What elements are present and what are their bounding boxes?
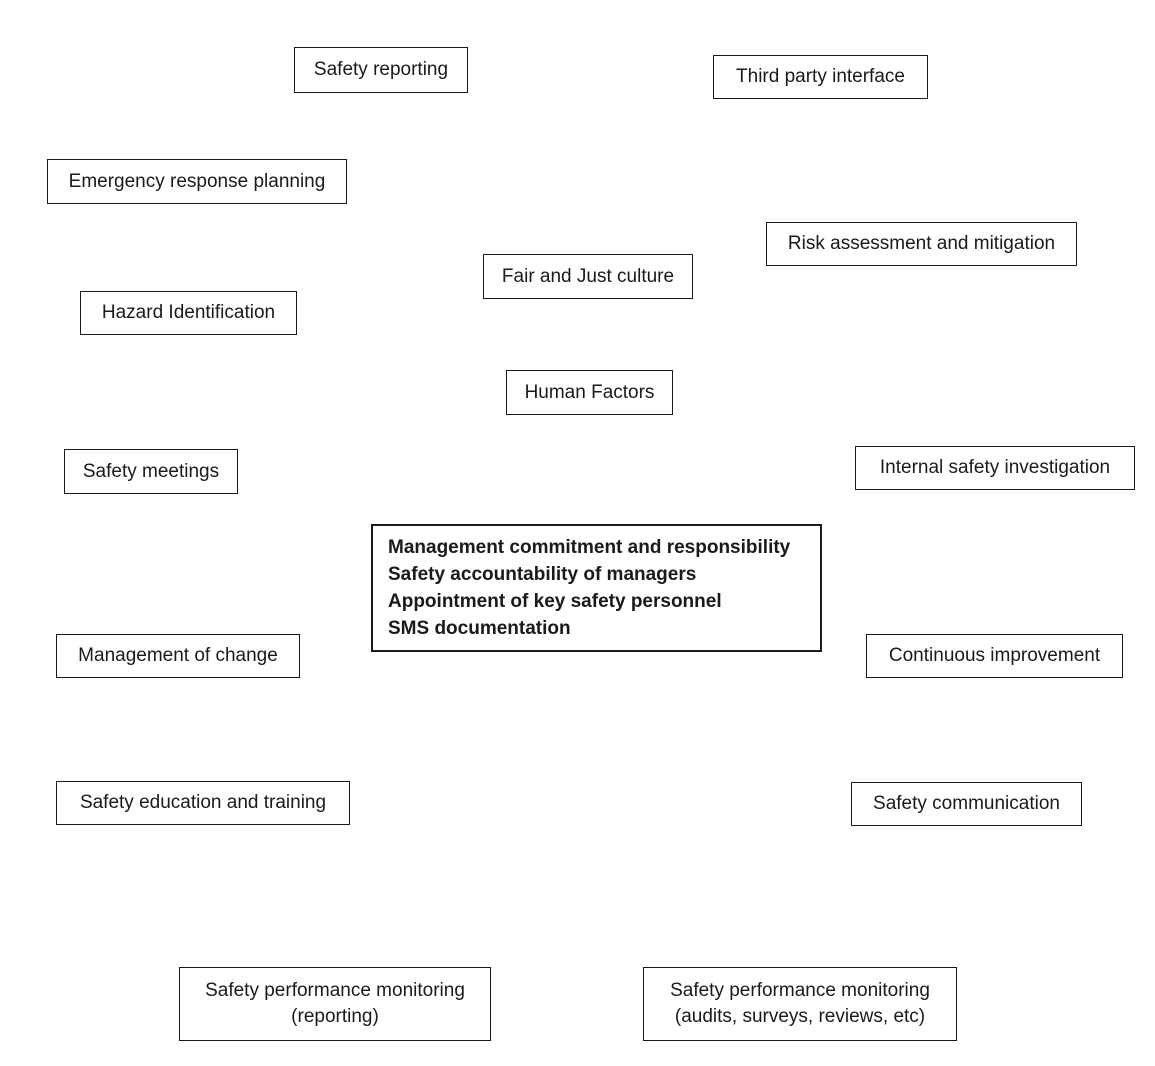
diagram-node-human-factors: Human Factors: [506, 370, 673, 415]
diagram-node-safety-communication: Safety communication: [851, 782, 1082, 826]
bottom-right-box-line-2: (audits, surveys, reviews, etc): [674, 1006, 926, 1027]
center-box-line-3: Appointment of key safety personnel: [388, 591, 722, 612]
diagram-node-emergency-response-planning: Emergency response planning: [47, 159, 347, 204]
diagram-node-continuous-improvement: Continuous improvement: [866, 634, 1123, 678]
diagram-node-hazard-identification: Hazard Identification: [80, 291, 297, 335]
diagram-node-sms-core-elements: Management commitment and responsibility…: [371, 524, 822, 652]
bottom-left-box-line-2: (reporting): [291, 1006, 379, 1027]
bottom-left-box-line-1: Safety performance monitoring: [205, 980, 465, 1001]
diagram-node-risk-assessment-and-mitigation: Risk assessment and mitigation: [766, 222, 1077, 266]
diagram-node-safety-reporting: Safety reporting: [294, 47, 468, 93]
diagram-node-safety-meetings: Safety meetings: [64, 449, 238, 494]
diagram-node-safety-performance-monitoring-audits: Safety performance monitoring (audits, s…: [643, 967, 957, 1041]
diagram-node-safety-performance-monitoring-reporting: Safety performance monitoring (reporting…: [179, 967, 491, 1041]
diagram-node-fair-and-just-culture: Fair and Just culture: [483, 254, 693, 299]
center-box-line-4: SMS documentation: [388, 618, 571, 639]
diagram-node-internal-safety-investigation: Internal safety investigation: [855, 446, 1135, 490]
diagram-node-third-party-interface: Third party interface: [713, 55, 928, 99]
bottom-right-box-line-1: Safety performance monitoring: [670, 980, 930, 1001]
diagram-node-management-of-change: Management of change: [56, 634, 300, 678]
center-box-line-1: Management commitment and responsibility: [388, 537, 791, 558]
center-box-line-2: Safety accountability of managers: [388, 564, 697, 585]
diagram-node-safety-education-and-training: Safety education and training: [56, 781, 350, 825]
